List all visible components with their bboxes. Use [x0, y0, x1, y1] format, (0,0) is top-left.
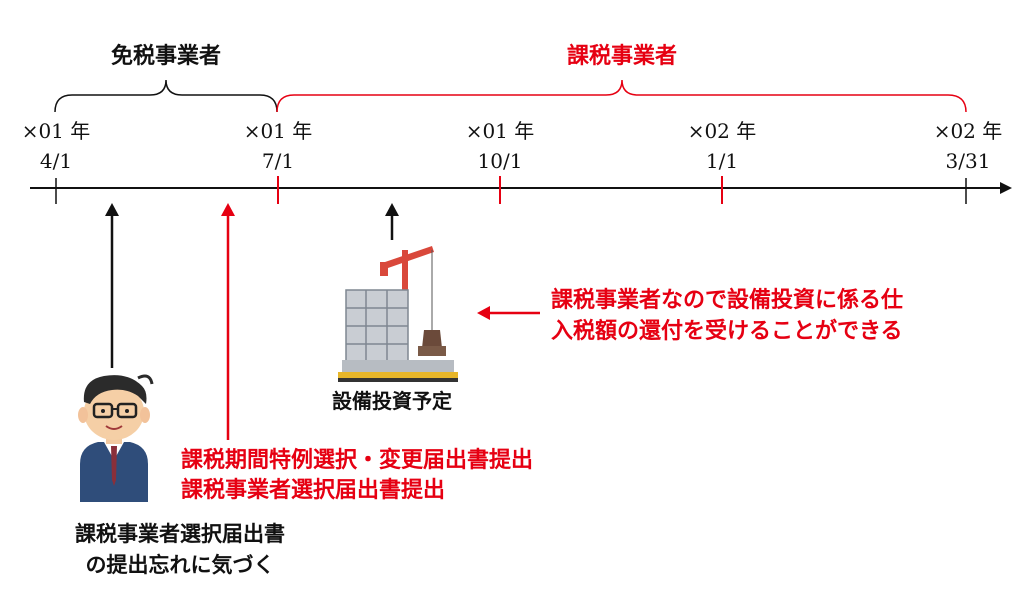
svg-text:×01 年: ×01 年 — [466, 119, 535, 143]
forgot-note-line2: の提出忘れに気づく — [86, 553, 275, 577]
date-label-1: ×01 年 7/1 — [244, 119, 313, 173]
businessman-icon — [78, 374, 154, 502]
date-label-3: ×02 年 1/1 — [688, 119, 757, 173]
refund-note-line1: 課税事業者なので設備投資に係る仕 — [551, 287, 903, 313]
exempt-period-brace — [54, 79, 278, 113]
refund-note-line2: 入税額の還付を受けることができる — [551, 318, 903, 344]
svg-text:7/1: 7/1 — [262, 149, 294, 173]
investment-label: 設備投資予定 — [332, 389, 452, 413]
timeline-arrowhead — [1000, 182, 1012, 194]
date-label-0: ×01 年 4/1 — [22, 119, 91, 173]
svg-text:×02 年: ×02 年 — [688, 119, 757, 143]
taxable-period-label: 課税事業者 — [567, 43, 677, 69]
svg-text:×02 年: ×02 年 — [934, 119, 1003, 143]
forgot-note-line1: 課税事業者選択届出書 — [75, 522, 285, 546]
svg-text:1/1: 1/1 — [706, 149, 738, 173]
svg-text:×01 年: ×01 年 — [244, 119, 313, 143]
filing-note-line2: 課税事業者選択届出書提出 — [181, 477, 445, 503]
construction-icon — [338, 246, 458, 382]
filing-note-line1: 課税期間特例選択・変更届出書提出 — [181, 447, 533, 473]
svg-text:3/31: 3/31 — [946, 149, 991, 173]
date-label-2: ×01 年 10/1 — [466, 119, 535, 173]
svg-text:10/1: 10/1 — [478, 149, 523, 173]
svg-text:×01 年: ×01 年 — [22, 119, 91, 143]
date-label-4: ×02 年 3/31 — [934, 119, 1003, 173]
exempt-period-label: 免税事業者 — [111, 43, 221, 69]
svg-text:4/1: 4/1 — [40, 149, 72, 173]
taxable-period-brace — [276, 79, 967, 113]
